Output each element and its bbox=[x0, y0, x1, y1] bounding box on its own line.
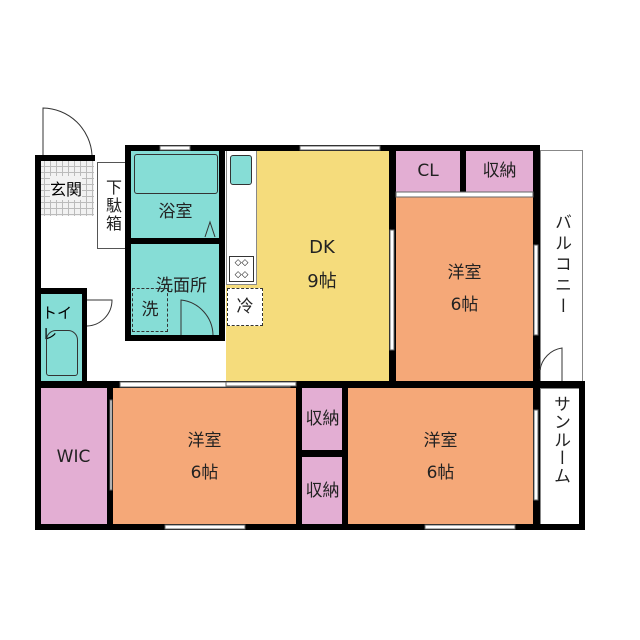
western-room-2: 洋室 6帖 bbox=[112, 388, 297, 526]
shoebox: 下駄箱 bbox=[97, 162, 127, 249]
windows bbox=[109, 145, 539, 530]
bathtub bbox=[134, 154, 218, 194]
western-2-name: 洋室 bbox=[187, 430, 222, 451]
bath-door-icon bbox=[204, 220, 216, 238]
western-room-1: 洋室 6帖 bbox=[396, 197, 533, 381]
toilet: トイレ bbox=[40, 292, 83, 381]
closet-label: CL bbox=[417, 160, 439, 181]
western-3-size: 6帖 bbox=[426, 463, 455, 483]
doors bbox=[42, 107, 563, 381]
toilet-bowl-icon bbox=[46, 330, 78, 376]
storage-mid-1-label: 収納 bbox=[305, 409, 340, 430]
storage-top: 収納 bbox=[466, 150, 533, 192]
dk-label-group: DK 9帖 bbox=[262, 220, 382, 310]
western-3-name: 洋室 bbox=[423, 430, 458, 451]
entrance-door-icon bbox=[42, 107, 93, 156]
closet: CL bbox=[396, 150, 460, 192]
stove-icon: ◇◇◇◇ bbox=[229, 256, 254, 282]
sink-icon bbox=[230, 155, 252, 185]
toilet-door-icon bbox=[86, 299, 113, 327]
sunroom-label: サンルーム bbox=[550, 395, 570, 485]
storage-top-label: 収納 bbox=[482, 160, 517, 181]
balcony-label: バルコニー bbox=[551, 213, 571, 318]
sunroom: サンルーム bbox=[540, 388, 581, 526]
balcony-door-icon bbox=[539, 347, 563, 381]
bath-label: 浴室 bbox=[158, 201, 193, 222]
washroom-door-icon bbox=[180, 299, 214, 336]
washroom-label: 洗面所 bbox=[156, 276, 207, 296]
bath: 浴室 bbox=[130, 150, 221, 240]
western-2-size: 6帖 bbox=[190, 463, 219, 483]
storage-mid-2: 収納 bbox=[302, 457, 343, 525]
wic: WIC bbox=[40, 388, 107, 526]
washer: 洗 bbox=[132, 288, 168, 332]
western-1-name: 洋室 bbox=[447, 262, 482, 283]
storage-mid-2-label: 収納 bbox=[305, 480, 340, 501]
washroom: 洗面所 bbox=[130, 244, 221, 336]
fridge-label: 冷 bbox=[236, 296, 254, 317]
western-room-3: 洋室 6帖 bbox=[348, 388, 533, 526]
dk-name: DK bbox=[309, 236, 335, 258]
walls bbox=[35, 145, 585, 530]
western-1-size: 6帖 bbox=[450, 295, 479, 315]
genkan-label: 玄関 bbox=[49, 176, 82, 200]
genkan: 玄関 bbox=[38, 160, 94, 216]
washer-label: 洗 bbox=[141, 299, 159, 320]
wic-label: WIC bbox=[56, 446, 91, 467]
fridge: 冷 bbox=[227, 288, 263, 326]
dk-size: 9帖 bbox=[307, 271, 337, 292]
storage-mid-1: 収納 bbox=[302, 388, 343, 451]
